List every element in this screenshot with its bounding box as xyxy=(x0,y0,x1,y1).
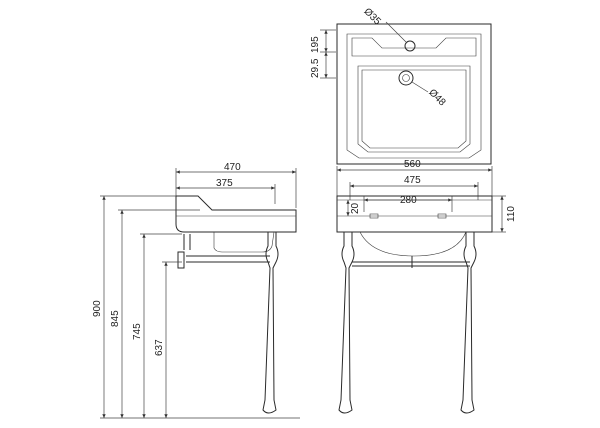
leg-spacing-label: 280 xyxy=(400,195,417,206)
front-leg-left xyxy=(338,232,355,414)
bowl-width-label: 475 xyxy=(404,175,421,186)
basin-outline xyxy=(336,23,492,165)
front-leg-right xyxy=(460,232,477,414)
bowl-outline xyxy=(357,65,471,153)
tap-right xyxy=(437,213,447,219)
basin-front xyxy=(336,195,493,233)
rim-height-label: 110 xyxy=(506,206,517,222)
bowl-inner xyxy=(361,69,467,149)
depth-tap-label: 29.5 xyxy=(310,58,321,78)
tap-hole xyxy=(404,40,416,52)
front-view: 560 475 280 20 110 xyxy=(336,159,517,414)
height-total-label: 900 xyxy=(92,300,103,317)
tap-left xyxy=(369,213,379,219)
tap-leader xyxy=(385,21,407,43)
rim-thickness-label: 20 xyxy=(350,202,361,214)
plan-view: Ø35 Ø48 195 29.5 xyxy=(310,6,492,165)
side-view: 470 375 900 845 745 637 xyxy=(92,162,300,419)
overall-depth-label: 470 xyxy=(224,162,241,173)
basin-side-profile xyxy=(175,195,297,233)
height-rim-label: 845 xyxy=(110,310,121,327)
waste-leader xyxy=(411,81,429,93)
waste-label: Ø48 xyxy=(426,87,447,108)
overall-width-label: 560 xyxy=(404,159,421,170)
waste-inner xyxy=(402,74,410,82)
trap-pipe xyxy=(183,234,191,250)
side-leg xyxy=(262,232,279,414)
basin-inner-outline xyxy=(346,33,482,159)
waste-outlet xyxy=(398,70,414,86)
bowl-side xyxy=(213,231,275,253)
height-rail-label: 745 xyxy=(132,323,143,340)
bowl-front xyxy=(359,231,467,257)
bowl-depth-label: 375 xyxy=(216,178,233,189)
wall-bracket xyxy=(177,251,185,269)
depth-back-label: 195 xyxy=(310,36,321,53)
height-waste-label: 637 xyxy=(154,339,165,356)
tap-ledge xyxy=(351,37,477,57)
